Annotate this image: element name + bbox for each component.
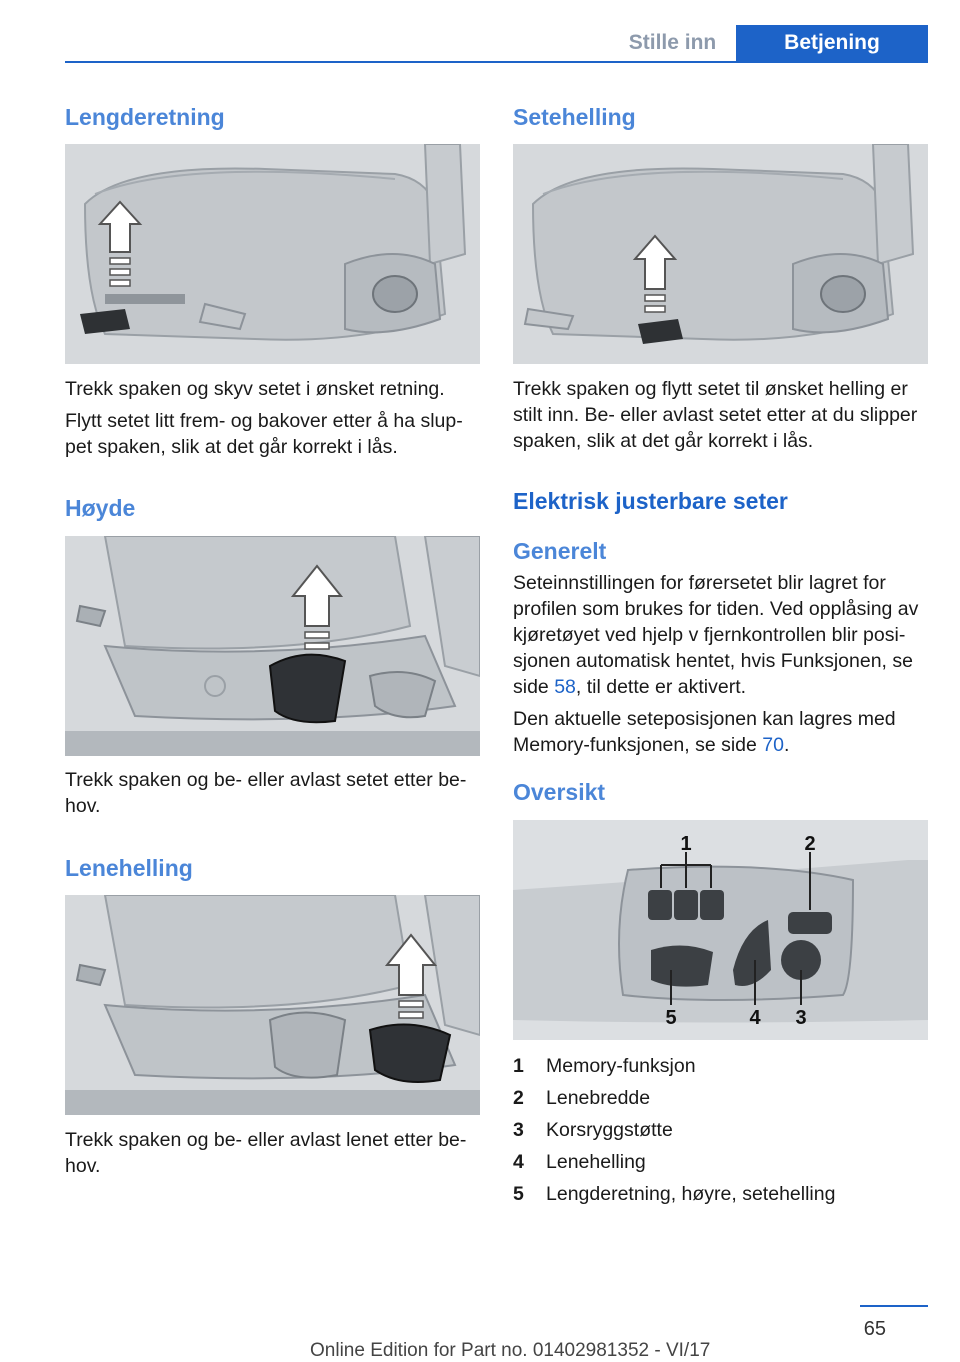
text-generelt-p1e-pre: side: [513, 676, 555, 698]
figure-label-4: 4: [749, 1007, 761, 1029]
legend-text: Lenehelling: [546, 1151, 646, 1173]
footer-rule: [860, 1305, 928, 1307]
header-tab-stille-inn[interactable]: Stille inn: [628, 31, 717, 54]
seat-tilt-illustration: [513, 144, 928, 364]
figure-seat-longitudinal: [65, 144, 480, 364]
legend-item: 4 Lenehelling: [513, 1146, 928, 1178]
legend-text: Lengderetning, høyre, setehelling: [546, 1183, 836, 1205]
legend-text: Lenebredde: [546, 1087, 651, 1109]
legend-list: 1 Memory-funksjon 2 Lenebredde 3 Korsryg…: [513, 1050, 928, 1210]
heading-oversikt: Oversikt: [513, 779, 606, 805]
legend-number: 2: [513, 1087, 524, 1109]
text-generelt-p2a: Den aktuelle seteposisjonen kan lagres m…: [513, 708, 896, 730]
figure-seat-controls-overview: 1 2 3 4 5: [513, 820, 928, 1040]
text-setehelling-p1b: stilt inn. Be- eller avlast setet etter …: [513, 404, 918, 426]
header-rule: [65, 61, 928, 63]
heading-elektrisk-justerbare-seter: Elektrisk justerbare seter: [513, 488, 788, 514]
backrest-tilt-illustration: [65, 895, 480, 1115]
text-generelt-p1a: Seteinnstillingen for førersetet blir la…: [513, 572, 886, 594]
text-generelt-p1d: sjonen automatisk hentet, hvis Funksjone…: [513, 650, 913, 672]
footer-edition: Online Edition for Part no. 01402981352 …: [310, 1340, 711, 1361]
text-setehelling-p1c: spaken, slik at det går korrekt i lås.: [513, 430, 814, 452]
heading-hoyde: Høyde: [65, 495, 136, 521]
legend-item: 3 Korsryggstøtte: [513, 1114, 928, 1146]
legend-text: Korsryggstøtte: [546, 1119, 673, 1141]
legend-text: Memory-funksjon: [546, 1055, 696, 1077]
legend-item: 5 Lengderetning, høyre, setehelling: [513, 1178, 928, 1210]
text-setehelling-p1a: Trekk spaken og flytt setet til ønsket h…: [513, 378, 908, 400]
heading-generelt: Generelt: [513, 538, 607, 564]
heading-setehelling: Setehelling: [513, 104, 636, 130]
text-generelt-p1b: profilen som brukes for tiden. Ved opplå…: [513, 598, 919, 620]
seat-longitudinal-illustration: [65, 144, 480, 364]
figure-backrest-tilt: [65, 895, 480, 1115]
text-generelt-p1e-post: , til dette er aktivert.: [575, 676, 747, 698]
legend-number: 1: [513, 1055, 524, 1077]
legend-number: 5: [513, 1183, 524, 1205]
seat-height-illustration: [65, 536, 480, 756]
figure-seat-tilt: [513, 144, 928, 364]
figure-seat-height: [65, 536, 480, 756]
heading-lenehelling: Lenehelling: [65, 855, 193, 881]
text-lengderetning-p1: Trekk spaken og skyv setet i ønsket retn…: [65, 378, 445, 400]
figure-label-3: 3: [795, 1007, 806, 1029]
text-hoyde-p1b: hov.: [65, 795, 101, 817]
legend-item: 1 Memory-funksjon: [513, 1050, 928, 1082]
text-generelt-p1e: side 58, til dette er aktivert.: [513, 675, 746, 701]
legend-item: 2 Lenebredde: [513, 1082, 928, 1114]
text-hoyde-p1a: Trekk spaken og be- eller avlast setet e…: [65, 769, 467, 791]
link-page-70[interactable]: 70: [762, 734, 784, 756]
text-generelt-p2b: Memory-funksjonen, se side 70.: [513, 733, 789, 759]
legend-number: 3: [513, 1119, 524, 1141]
text-generelt-p2b-post: .: [783, 734, 790, 756]
figure-label-2: 2: [804, 833, 815, 855]
page-number: 65: [863, 1318, 886, 1340]
text-generelt-p2b-pre: Memory-funksjonen, se side: [513, 734, 763, 756]
text-lengderetning-p2a: Flytt setet litt frem- og bakover etter …: [65, 410, 463, 432]
seat-controls-illustration: 1 2 3 4 5: [513, 820, 928, 1040]
heading-lengderetning: Lengderetning: [65, 104, 225, 130]
text-lenehelling-p1b: hov.: [65, 1155, 101, 1177]
text-generelt-p1c: kjøretøyet ved hjelp v fjernkontrollen b…: [513, 624, 906, 646]
legend-number: 4: [513, 1151, 524, 1173]
text-lengderetning-p2b: pet spaken, slik at det går korrekt i lå…: [65, 436, 398, 458]
figure-label-5: 5: [665, 1007, 676, 1029]
figure-label-1: 1: [680, 833, 691, 855]
header-tab-betjening[interactable]: Betjening: [736, 25, 928, 61]
text-lenehelling-p1a: Trekk spaken og be- eller avlast lenet e…: [65, 1129, 467, 1151]
link-page-58[interactable]: 58: [554, 676, 576, 698]
